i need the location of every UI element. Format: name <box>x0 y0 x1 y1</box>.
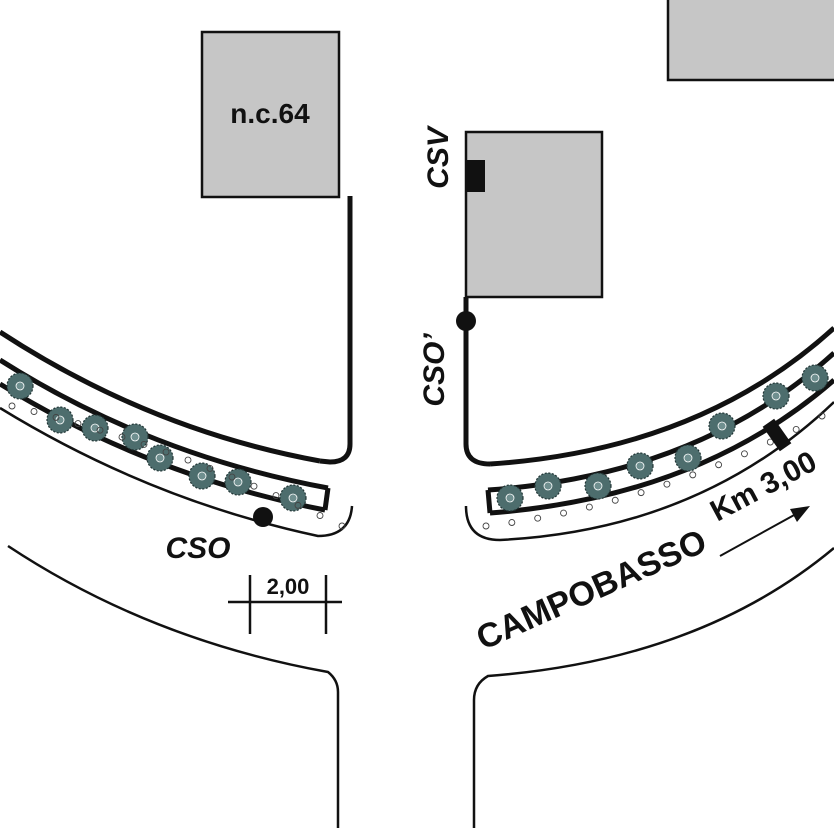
flower-icon <box>228 473 236 481</box>
tree-icon <box>46 406 74 434</box>
arrow-right-icon <box>719 506 810 557</box>
tree-icon <box>81 414 109 442</box>
flower-icon <box>792 425 800 433</box>
tree-icon <box>674 444 702 472</box>
flower-icon <box>118 433 126 441</box>
flower-icon <box>52 413 60 421</box>
right-strip-bottom <box>489 378 834 516</box>
tree-icon <box>801 364 829 392</box>
cso-prime-label: CSO’ <box>418 333 451 407</box>
cso-label: CSO <box>165 532 230 565</box>
flower-icon <box>637 489 645 497</box>
tree-icon <box>188 462 216 490</box>
trees-right <box>496 364 829 512</box>
point-marker-icon <box>456 311 476 331</box>
flower-icon <box>250 482 258 490</box>
flower-icon <box>162 448 170 456</box>
flower-icon <box>30 408 38 415</box>
flower-icon <box>184 456 192 464</box>
flower-icon <box>482 522 490 530</box>
strip-marker <box>762 418 792 452</box>
trees-left <box>6 372 307 512</box>
flower-icon <box>741 450 748 458</box>
tree-icon <box>6 372 34 400</box>
center-vertical-edge <box>463 297 491 467</box>
flower-icon <box>272 492 280 500</box>
flower-icon <box>508 519 516 526</box>
tree-icon <box>146 444 174 472</box>
tree-icon <box>279 484 307 512</box>
building-nc64 <box>200 30 341 199</box>
dimension-annotation: 2,00 <box>228 574 342 634</box>
left-upper-road-edge <box>0 329 321 464</box>
flower-icon <box>560 509 567 517</box>
flower-icon <box>74 420 82 428</box>
left-strip-end <box>322 487 331 511</box>
left-vertical-edge <box>319 196 353 465</box>
flower-icon <box>8 402 16 410</box>
dimension-label: 2,00 <box>267 574 310 599</box>
tree-icon <box>121 423 149 451</box>
flower-icon <box>663 480 671 488</box>
flower-icon <box>534 514 542 522</box>
flower-icon <box>96 426 104 434</box>
flower-icon <box>316 512 324 519</box>
tree-icon <box>224 468 252 496</box>
csv-marker <box>467 160 485 192</box>
tree-icon <box>626 452 654 480</box>
tree-icon <box>534 472 562 500</box>
flowers-left <box>8 402 346 530</box>
flower-icon <box>294 501 302 509</box>
left-lower-road-edge <box>7 544 340 828</box>
right-upper-road-edge <box>489 326 834 467</box>
flower-icon <box>766 438 774 446</box>
flower-icon <box>715 461 723 469</box>
tree-icon <box>584 472 612 500</box>
left-strip-top <box>0 357 329 491</box>
right-lower-road-edge <box>472 547 834 828</box>
point-marker-icon <box>253 507 273 527</box>
right-strip-end <box>485 489 493 514</box>
flower-icon <box>689 471 697 479</box>
tree-icon <box>496 484 524 512</box>
flower-icon <box>818 412 826 420</box>
flowers-right <box>482 412 826 530</box>
flower-icon <box>206 464 214 472</box>
tree-icon <box>762 382 790 410</box>
building-top-right <box>666 0 834 82</box>
flower-icon <box>338 522 346 530</box>
flower-icon <box>611 496 619 504</box>
flower-icon <box>585 503 593 511</box>
flower-icon <box>140 440 148 448</box>
tree-icon <box>708 412 736 440</box>
building-nc64-label: n.c.64 <box>230 98 310 129</box>
building-center <box>464 130 604 299</box>
right-sidewalk-edge <box>464 401 834 542</box>
csv-label: CSV <box>422 124 455 189</box>
